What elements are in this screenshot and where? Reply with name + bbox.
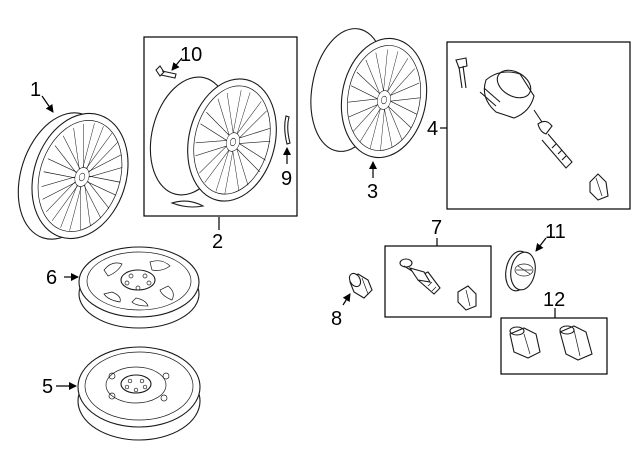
part-4-group-box xyxy=(446,41,631,210)
callout-10: 10 xyxy=(180,44,202,66)
lug-nut-8[interactable] xyxy=(347,271,373,299)
steel-wheel-5[interactable] xyxy=(77,346,201,441)
lock-nut-set-12[interactable] xyxy=(509,325,593,361)
part-12-group-box xyxy=(500,317,608,375)
bolt-10[interactable] xyxy=(155,65,177,79)
part-2-group-box xyxy=(143,36,298,217)
callout-7: 7 xyxy=(431,217,442,239)
callout-8: 8 xyxy=(331,308,342,330)
steel-wheel-6[interactable] xyxy=(78,246,200,329)
callout-3: 3 xyxy=(367,181,378,203)
alloy-wheel-1[interactable] xyxy=(3,101,144,251)
callout-2: 2 xyxy=(212,231,223,253)
center-cap-11[interactable] xyxy=(503,249,538,293)
clip-weight[interactable] xyxy=(170,200,205,208)
valve-stem-kit-7[interactable] xyxy=(399,258,477,311)
callout-4: 4 xyxy=(427,118,438,140)
callout-11: 11 xyxy=(545,221,566,243)
callout-9: 9 xyxy=(281,168,292,190)
alloy-wheel-2[interactable] xyxy=(139,69,289,211)
part-7-group-box xyxy=(384,245,492,318)
alloy-wheel-3[interactable] xyxy=(302,23,436,165)
callout-12: 12 xyxy=(543,289,565,311)
balance-weight-9[interactable] xyxy=(284,115,291,145)
tpms-sensor-4[interactable] xyxy=(455,57,609,201)
callout-6: 6 xyxy=(46,267,57,289)
callout-5: 5 xyxy=(42,376,53,398)
leader-lines xyxy=(41,57,556,390)
callout-1: 1 xyxy=(30,79,41,101)
